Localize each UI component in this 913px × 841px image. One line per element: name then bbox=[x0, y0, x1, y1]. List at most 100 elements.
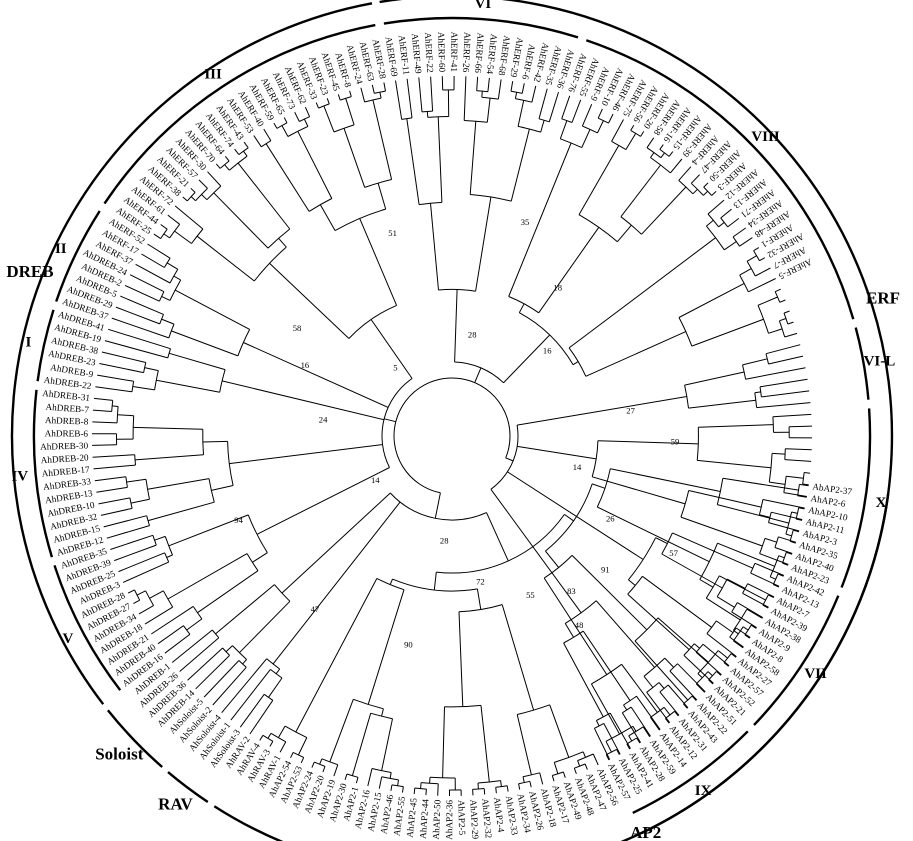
branch-line bbox=[517, 396, 687, 426]
branch-line bbox=[691, 695, 697, 701]
branch-line bbox=[389, 772, 392, 779]
branch-line bbox=[397, 779, 399, 786]
branch-line bbox=[722, 477, 799, 491]
branch-line bbox=[732, 227, 747, 238]
branch-line bbox=[171, 330, 239, 357]
branch-line bbox=[195, 655, 230, 690]
branch-line bbox=[253, 135, 262, 148]
leaf-label: AhERF-49 bbox=[410, 33, 424, 74]
branch-line bbox=[283, 117, 288, 124]
branch-line bbox=[717, 504, 790, 524]
branch-line bbox=[581, 104, 593, 127]
branch-line bbox=[281, 125, 289, 137]
branch-line bbox=[699, 579, 714, 588]
branch-arc bbox=[659, 148, 670, 157]
leaf-label: AhDREB-30 bbox=[40, 440, 89, 451]
branch-arc bbox=[785, 511, 793, 535]
branch-line bbox=[563, 642, 604, 718]
branch-arc bbox=[145, 479, 150, 500]
branch-line bbox=[430, 76, 434, 112]
group-arc bbox=[36, 309, 55, 382]
branch-line bbox=[582, 751, 586, 758]
branch-arc bbox=[348, 304, 397, 339]
branch-arc bbox=[778, 320, 786, 338]
branch-line bbox=[782, 562, 789, 566]
branch-line bbox=[144, 367, 159, 372]
branch-arc bbox=[116, 406, 119, 423]
branch-line bbox=[406, 78, 413, 118]
branch-line bbox=[167, 553, 248, 600]
branch-line bbox=[739, 237, 753, 247]
branch-line bbox=[616, 749, 620, 755]
group-arc bbox=[585, 39, 855, 320]
group-arc bbox=[840, 408, 872, 588]
branch-line bbox=[207, 171, 222, 187]
bootstrap-value: 57 bbox=[669, 548, 678, 558]
branch-line bbox=[688, 399, 756, 409]
branch-line bbox=[103, 515, 147, 528]
branch-line bbox=[169, 352, 226, 371]
branch-line bbox=[674, 710, 679, 717]
branch-line bbox=[561, 95, 571, 119]
branch-line bbox=[735, 627, 751, 638]
branch-line bbox=[174, 230, 192, 244]
branch-line bbox=[730, 653, 737, 658]
branch-line bbox=[112, 405, 119, 407]
branch-arc bbox=[167, 348, 171, 359]
branch-line bbox=[326, 98, 330, 105]
branch-line bbox=[739, 268, 752, 276]
branch-line bbox=[716, 671, 722, 676]
family-label: RAV bbox=[158, 795, 193, 814]
branch-line bbox=[611, 119, 624, 142]
branch-line bbox=[795, 518, 803, 521]
branch-line bbox=[626, 743, 631, 750]
branch-arc bbox=[768, 453, 773, 483]
branch-line bbox=[273, 122, 278, 129]
branch-line bbox=[389, 578, 393, 585]
branch-line bbox=[418, 77, 423, 112]
branch-line bbox=[572, 361, 579, 366]
branch-line bbox=[514, 92, 518, 99]
bootstrap-value: 47 bbox=[311, 604, 320, 614]
branch-line bbox=[426, 111, 429, 118]
branch-line bbox=[272, 501, 401, 665]
branch-line bbox=[256, 467, 390, 535]
branch-arc bbox=[560, 138, 583, 149]
branch-line bbox=[371, 84, 375, 94]
leaf-label: AhAP2-32 bbox=[480, 798, 494, 839]
branch-line bbox=[263, 128, 272, 141]
branch-line bbox=[311, 761, 315, 768]
leaf-label: AhDREB-8 bbox=[45, 415, 89, 427]
branch-line bbox=[294, 111, 300, 122]
branch-arc bbox=[163, 257, 171, 268]
branch-line bbox=[731, 611, 757, 629]
branch-line bbox=[190, 187, 196, 193]
bootstrap-value: 51 bbox=[388, 228, 397, 238]
branch-line bbox=[381, 708, 384, 717]
branch-arc bbox=[246, 553, 259, 571]
branch-line bbox=[329, 699, 354, 762]
branch-line bbox=[756, 402, 811, 409]
branch-arc bbox=[522, 772, 540, 778]
branch-line bbox=[168, 514, 249, 547]
branch-line bbox=[683, 703, 688, 709]
branch-line bbox=[659, 691, 680, 716]
branch-arc bbox=[732, 626, 744, 642]
branch-line bbox=[120, 295, 164, 315]
branch-line bbox=[768, 355, 804, 365]
branch-line bbox=[642, 575, 712, 628]
branch-line bbox=[203, 660, 240, 698]
branch-line bbox=[483, 788, 486, 795]
branch-line bbox=[549, 704, 570, 758]
group-label: I bbox=[25, 335, 31, 351]
group-arc bbox=[383, 16, 579, 39]
branch-line bbox=[695, 683, 706, 693]
branch-line bbox=[201, 194, 208, 201]
group-arc bbox=[753, 595, 840, 726]
branch-arc bbox=[732, 608, 748, 631]
branch-line bbox=[706, 597, 741, 621]
branch-line bbox=[333, 764, 339, 777]
branch-line bbox=[716, 620, 734, 634]
branch-line bbox=[753, 247, 760, 252]
